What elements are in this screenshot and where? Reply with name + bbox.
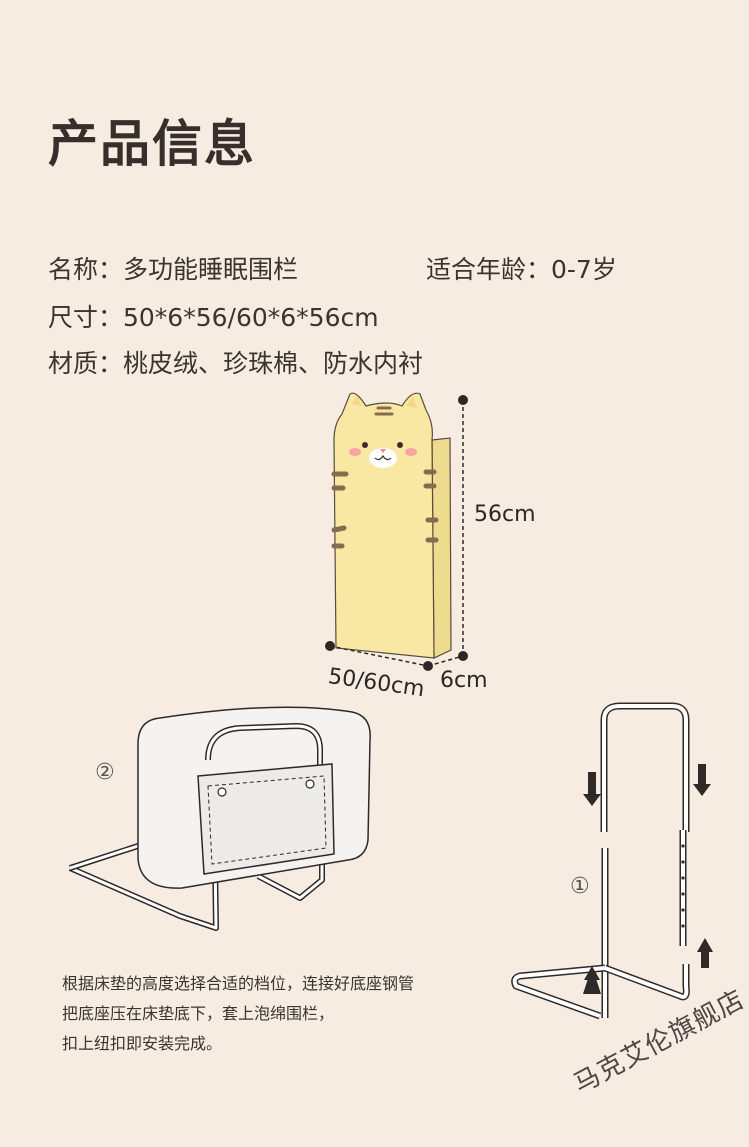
- height-dimension-line: [458, 395, 468, 661]
- width-dimension-line: [325, 641, 464, 671]
- spec-name: 名称：多功能睡眠围栏: [48, 255, 299, 284]
- height-label: 56cm: [474, 502, 536, 527]
- spec-age: 适合年龄：0-7岁: [426, 255, 617, 284]
- spec-material: 材质：桃皮绒、珍珠棉、防水内衬: [48, 349, 424, 378]
- instruction-line-3: 扣上纽扣即安装完成。: [62, 1034, 223, 1053]
- spec-size: 尺寸：50*6*56/60*6*56cm: [48, 303, 379, 332]
- step1-illustration: [511, 702, 713, 1020]
- step1-marker: ①: [570, 874, 590, 899]
- page-title: 产品信息: [48, 115, 256, 173]
- cat-bumper-illustration: [331, 392, 452, 659]
- instruction-line-2: 把底座压在床垫底下，套上泡绵围栏，: [62, 1004, 335, 1023]
- depth-label: 6cm: [440, 668, 488, 693]
- step2-illustration: [68, 706, 371, 931]
- step2-marker: ②: [95, 760, 115, 785]
- instruction-line-1: 根据床垫的高度选择合适的档位，连接好底座钢管: [62, 974, 415, 993]
